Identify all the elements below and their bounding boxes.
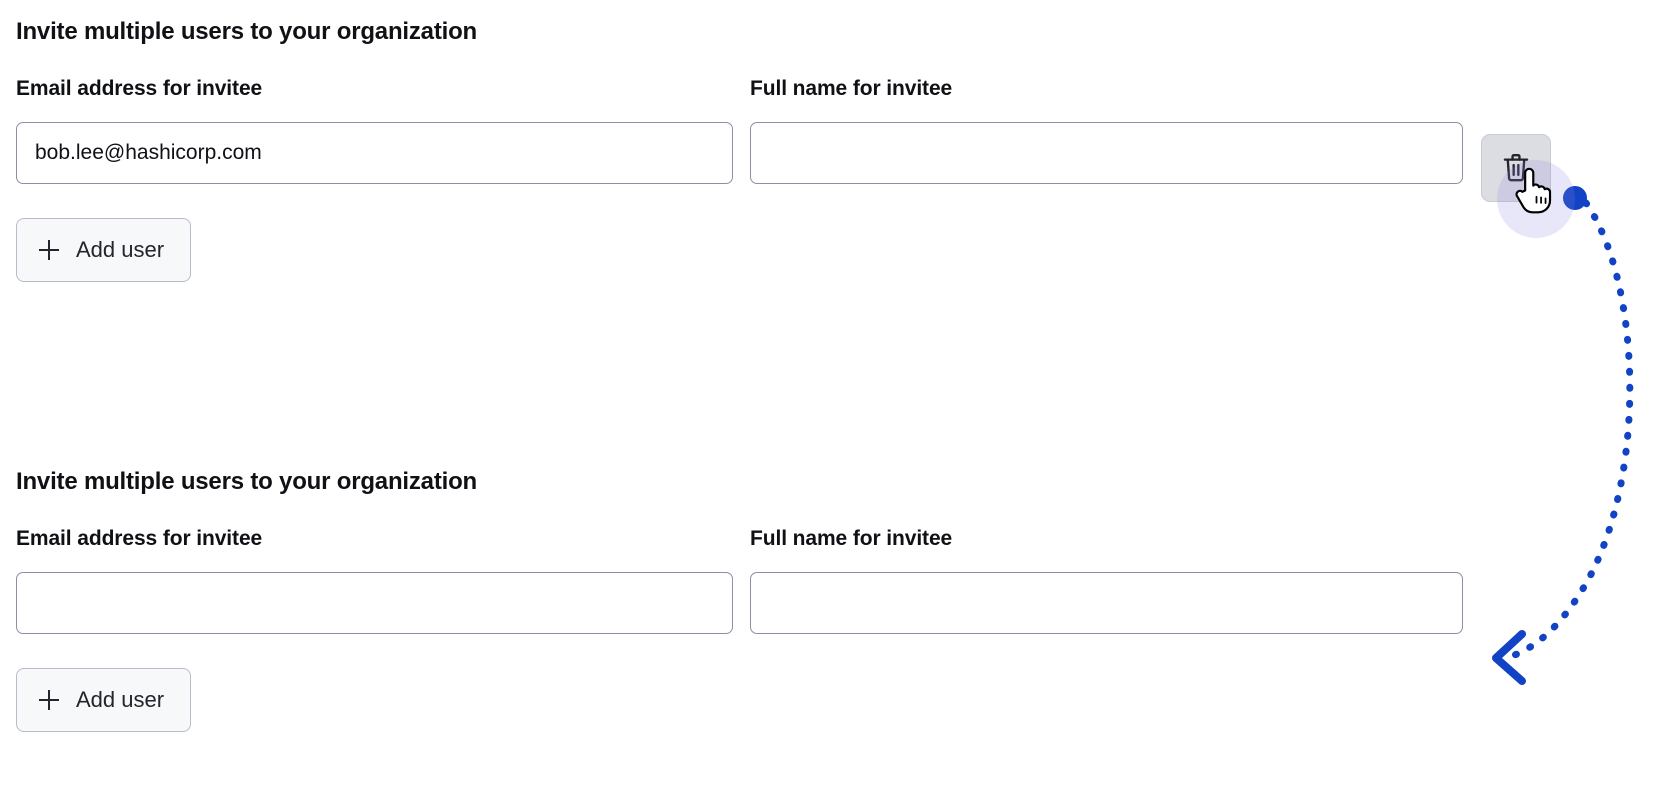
email-field-group: Email address for invitee [16,76,733,184]
field-row: Email address for invitee Full name for … [0,76,1672,206]
add-user-button-label-2: Add user [76,687,165,712]
email-input-2[interactable] [16,572,733,634]
plus-icon [39,240,59,260]
page-title: Invite multiple users to your organizati… [16,18,477,45]
fullname-field-group: Full name for invitee [750,76,1463,184]
fullname-field-label: Full name for invitee [750,77,953,100]
email-field-group-2: Email address for invitee [16,526,733,634]
add-user-button[interactable]: Add user [16,218,192,282]
email-field-label: Email address for invitee [16,77,263,100]
plus-icon-2 [39,690,59,710]
fullname-input[interactable] [750,122,1463,184]
trash-icon [1501,152,1531,184]
fullname-input-2[interactable] [750,572,1463,634]
add-user-button-2[interactable]: Add user [16,668,192,732]
add-user-button-label: Add user [76,237,165,262]
fullname-field-group-2: Full name for invitee [750,526,1463,634]
fullname-field-label-2: Full name for invitee [750,527,953,550]
field-row-2: Email address for invitee Full name for … [0,526,1672,656]
delete-user-button[interactable] [1481,134,1551,202]
email-field-label-2: Email address for invitee [16,527,263,550]
email-input[interactable] [16,122,733,184]
page-title-2: Invite multiple users to your organizati… [16,468,477,495]
